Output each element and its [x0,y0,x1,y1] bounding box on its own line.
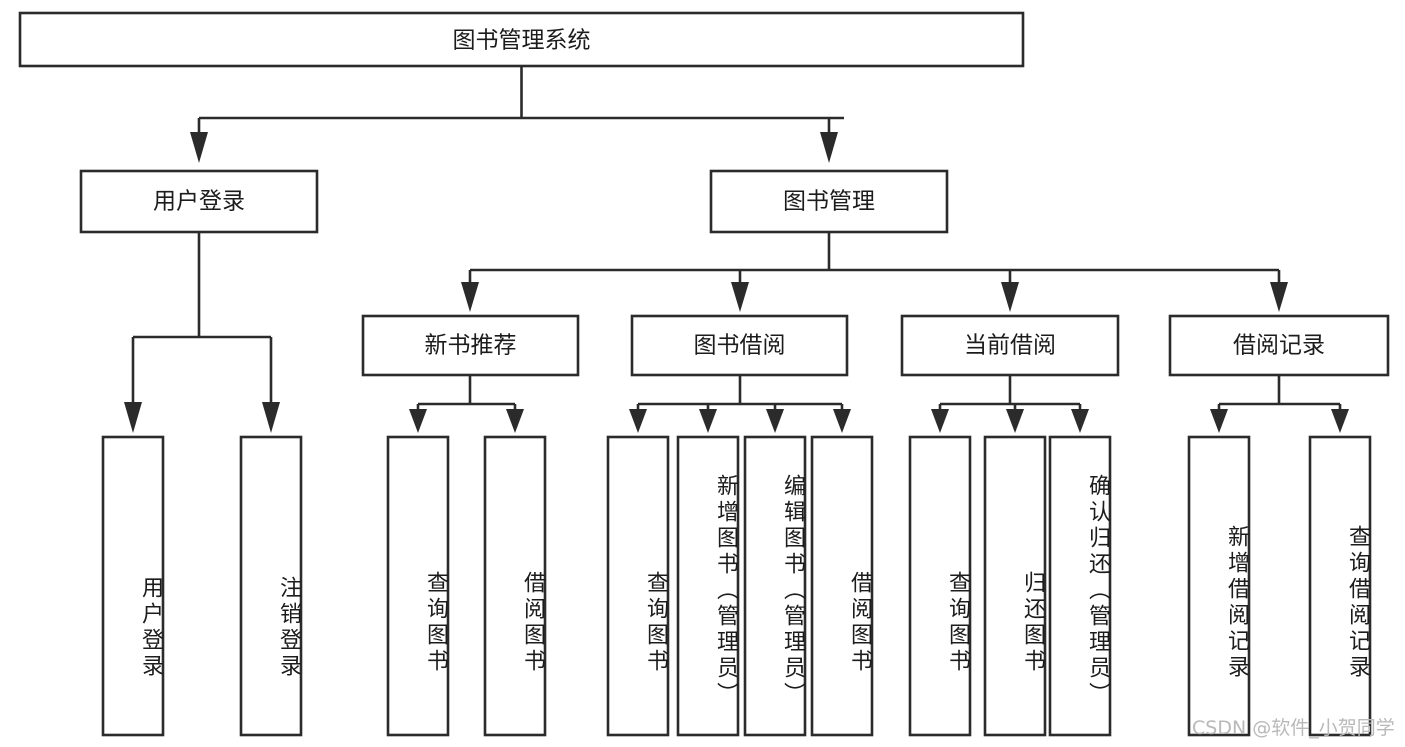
arrow-head-leaf-add-record [1210,409,1228,433]
arrow-head-borrow-record [1270,282,1288,312]
arrow-head-leaf-query-book-c [931,409,949,433]
node-current-borrow-label: 当前借阅 [964,333,1056,359]
arrow-head-new-book-rec [461,282,479,312]
connector-group-new-book-rec [409,375,524,433]
arrow-head-book-mgmt [820,132,838,163]
arrow-head-book-borrow [731,282,749,312]
node-borrow-record-label: 借阅记录 [1233,333,1325,359]
node-new-book-recommend-label: 新书推荐 [425,333,517,359]
arrow-head-leaf-logout [262,402,280,433]
leaf-node-boxes [101,435,1372,737]
leaf-box-add-book-admin[interactable] [676,435,740,737]
arrow-head-leaf-borrow-book-a [506,409,524,433]
arrow-head-leaf-query-book-b [629,409,647,433]
node-current-borrow-box [900,314,1120,377]
arrow-head-leaf-confirm-return [1071,409,1089,433]
leaf-box-query-record[interactable] [1308,435,1372,737]
leaf-box-confirm-return[interactable] [1048,435,1112,737]
connector-group-book-borrow [629,375,851,433]
arrow-head-current-borrow [1001,282,1019,312]
csdn-watermark: CSDN @软件_小贺同学 [1192,717,1395,739]
node-root-system[interactable]: 图书管理系统 [18,11,1025,68]
leaf-box-return-book[interactable] [983,435,1047,737]
arrow-head-leaf-query-book-a [409,409,427,433]
node-user-login[interactable]: 用户登录 [79,169,319,234]
leaf-box-query-book-c[interactable] [908,435,972,737]
leaf-box-borrow-book-a[interactable] [483,435,547,737]
arrow-head-leaf-borrow-book-b [833,409,851,433]
arrow-head-leaf-edit-book [766,409,784,433]
node-current-borrow[interactable]: 当前借阅 [900,314,1120,377]
node-book-borrow-label: 图书借阅 [694,333,786,359]
node-user-login-label: 用户登录 [153,189,245,215]
leaf-box-edit-book-admin[interactable] [743,435,807,737]
node-borrow-record[interactable]: 借阅记录 [1168,314,1390,377]
connector-group-borrow-record [1210,375,1349,433]
arrow-head-leaf-user-login [124,402,142,433]
node-book-borrow[interactable]: 图书借阅 [630,314,849,377]
leaf-box-add-record[interactable] [1187,435,1251,737]
arrow-head-leaf-query-record [1331,409,1349,433]
node-user-login-box [79,169,319,234]
node-borrow-record-box [1168,314,1390,377]
node-root-system-label: 图书管理系统 [453,28,591,54]
node-book-management[interactable]: 图书管理 [709,169,949,234]
arrow-head-user-login [190,132,208,163]
node-book-borrow-box [630,314,849,377]
arrow-head-leaf-add-book [699,409,717,433]
node-book-management-box [709,169,949,234]
node-new-book-recommend-box [361,314,580,377]
leaf-box-query-book-b[interactable] [606,435,670,737]
connector-group-user-login [124,232,280,433]
node-new-book-recommend[interactable]: 新书推荐 [361,314,580,377]
connector-group-current-borrow [931,375,1089,433]
connector-group-book-mgmt [461,232,1288,312]
leaf-box-query-book-a[interactable] [386,435,450,737]
node-root-system-box [18,11,1025,68]
connector-group-root [190,66,844,163]
node-book-management-label: 图书管理 [783,189,875,215]
leaf-box-borrow-book-b[interactable] [810,435,874,737]
leaf-box-logout[interactable] [239,435,303,737]
arrow-head-leaf-return-book [1006,409,1024,433]
leaf-box-user-login[interactable] [101,435,165,737]
